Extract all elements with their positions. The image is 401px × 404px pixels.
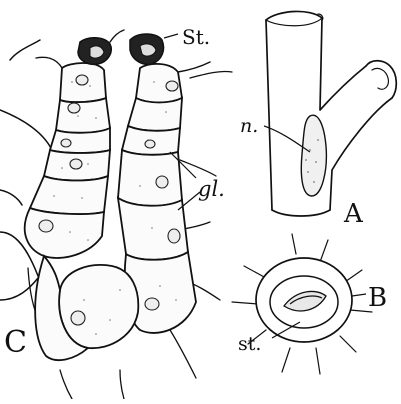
- bg-cell-wall: [120, 370, 124, 399]
- gland-cell: [30, 176, 108, 214]
- stoma-hair-tip: [110, 30, 124, 42]
- branch-cut-end: [366, 61, 396, 98]
- branch-cut-end: [372, 68, 388, 89]
- bg-cell-wall: [0, 110, 52, 150]
- stem-right-edge: [320, 18, 366, 110]
- gland-cell: [118, 150, 182, 206]
- panel-label-b: B: [368, 283, 387, 313]
- stem-base: [272, 210, 330, 216]
- stoma-label-c: St.: [182, 25, 210, 49]
- nectary-label: n.: [240, 115, 258, 137]
- stem-right-edge: [330, 98, 392, 210]
- gland-cell: [128, 98, 182, 131]
- panel-label-a: A: [343, 199, 364, 229]
- stoma-leader-line: [164, 34, 178, 38]
- stem-left-edge: [266, 20, 272, 210]
- bg-cell-wall: [170, 330, 196, 378]
- gland-cell: [118, 198, 188, 260]
- panel-b-leader-line: [352, 294, 366, 296]
- gland-label: gl.: [198, 177, 225, 201]
- basal-cell: [59, 265, 138, 348]
- stem-top: [266, 18, 322, 26]
- stoma-hair-tip: [178, 62, 210, 72]
- panel-label-c: C: [4, 325, 27, 360]
- stoma-hair-tip: [36, 57, 62, 68]
- bg-cell-wall: [190, 71, 232, 78]
- nectary-gland: [301, 115, 326, 196]
- bg-cell-wall: [10, 40, 40, 60]
- stoma-pore: [140, 44, 156, 56]
- panel-a-drawing: [264, 11, 396, 216]
- stoma-label-b: st.: [238, 333, 261, 355]
- panel-c-drawing: [0, 30, 232, 399]
- stem-top: [266, 11, 322, 20]
- bg-cell-wall: [60, 370, 72, 399]
- gland-cell: [56, 98, 110, 133]
- bg-cell-wall: [0, 278, 38, 300]
- bg-cell-wall: [0, 190, 22, 205]
- gland-cell: [25, 208, 104, 258]
